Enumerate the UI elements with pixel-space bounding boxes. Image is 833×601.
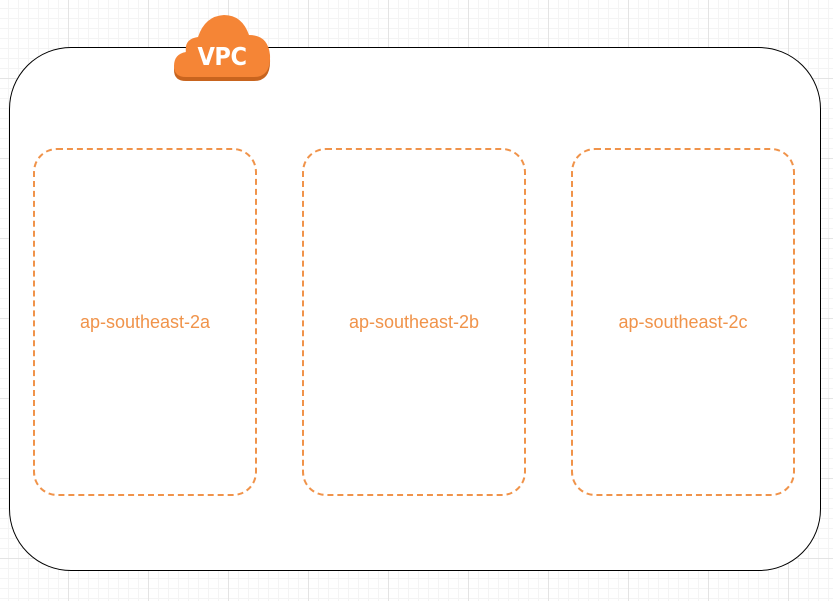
availability-zone-2c[interactable]: ap-southeast-2c: [571, 148, 795, 496]
availability-zone-2a[interactable]: ap-southeast-2a: [33, 148, 257, 496]
availability-zone-label: ap-southeast-2b: [348, 312, 480, 332]
availability-zone-2b[interactable]: ap-southeast-2b: [302, 148, 526, 496]
vpc-cloud-icon: [174, 15, 271, 81]
availability-zone-label: ap-southeast-2c: [618, 312, 748, 332]
vpc-badge[interactable]: VPC: [172, 15, 272, 83]
vpc-container[interactable]: [9, 47, 821, 571]
availability-zone-label: ap-southeast-2a: [79, 312, 211, 332]
vpc-label: VPC: [197, 42, 247, 71]
